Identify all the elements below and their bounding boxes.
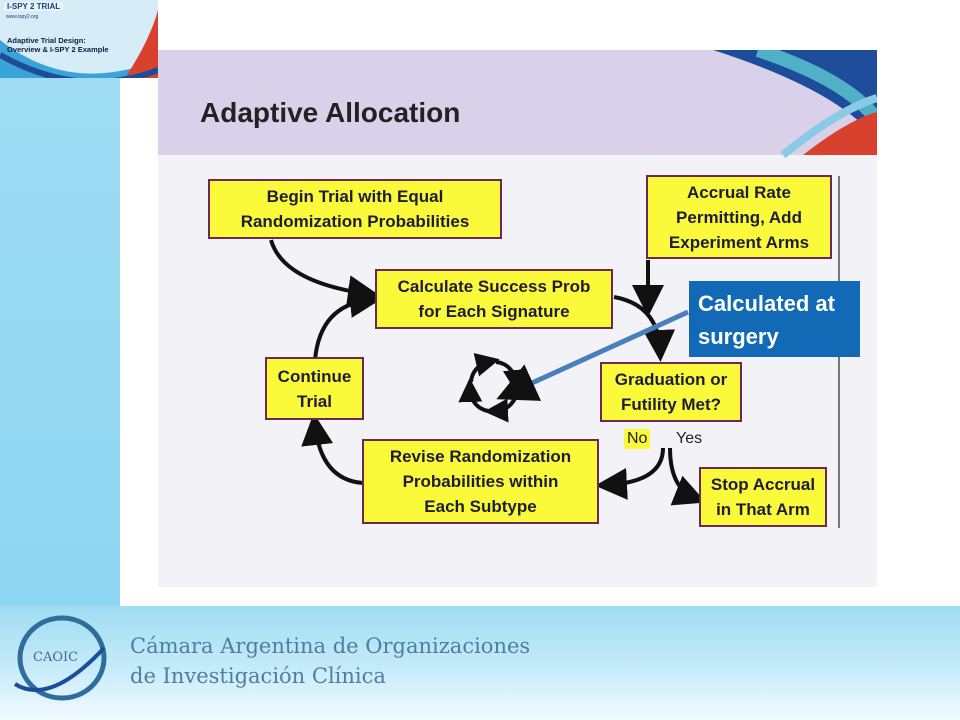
- graduation-line1: Graduation or: [614, 370, 728, 389]
- slide-title: Adaptive Allocation: [200, 97, 461, 128]
- calculate-success-box: Calculate Success Prob for Each Signatur…: [375, 269, 613, 329]
- revise-randomization-box: Revise Randomization Probabilities withi…: [362, 439, 599, 524]
- begin-trial-box: Begin Trial with Equal Randomization Pro…: [208, 179, 502, 239]
- callout-pointer: [496, 309, 690, 401]
- header-title: Adaptive Trial Design: Overview & I-SPY …: [7, 36, 109, 54]
- no-label: No: [624, 429, 651, 449]
- continue-trial-line1: Continue: [277, 366, 352, 386]
- callout-line2: surgery: [698, 324, 779, 349]
- calculate-success-line2: for Each Signature: [418, 302, 570, 321]
- continue-trial-box: Continue Trial: [265, 357, 364, 420]
- slide-header: [158, 50, 877, 155]
- callout-box: Calculated at surgery: [689, 281, 860, 357]
- footer: [0, 606, 960, 720]
- left-band: [0, 78, 120, 608]
- accrual-rate-line1: Accrual Rate: [687, 182, 791, 202]
- stop-accrual-line2: in That Arm: [716, 500, 810, 519]
- header-arcs: [0, 10, 158, 78]
- accrual-rate-box: Accrual Rate Permitting, Add Experiment …: [646, 175, 832, 259]
- organization-name: Cámara Argentina de Organizaciones de In…: [130, 631, 530, 691]
- caoic-logo-swoosh: [13, 615, 107, 701]
- accrual-rate-line3: Experiment Arms: [668, 232, 810, 252]
- header-url: www.ispy2.org: [6, 14, 39, 20]
- continue-trial-line2: Trial: [297, 391, 332, 411]
- caoic-logo: CAOIC: [33, 650, 79, 665]
- revise-line1: Revise Randomization: [389, 447, 572, 466]
- yes-label: Yes: [676, 430, 703, 447]
- callout-line1: Calculated at: [698, 291, 835, 316]
- stop-accrual-box: Stop Accrual in That Arm: [699, 467, 827, 527]
- graduation-futility-box: Graduation or Futility Met?: [600, 362, 742, 422]
- revise-line3: Each Subtype: [424, 497, 537, 516]
- graduation-line2: Futility Met?: [620, 395, 722, 414]
- header-title-line2: Overview & I-SPY 2 Example: [7, 45, 109, 54]
- organization-name-line1: Cámara Argentina de Organizaciones: [130, 634, 531, 658]
- begin-trial-line2: Randomization Probabilities: [240, 212, 470, 231]
- stop-accrual-line1: Stop Accrual: [710, 475, 816, 494]
- slide-decoration: [713, 50, 877, 159]
- flow-arrows: [269, 239, 707, 506]
- header-title-line1: Adaptive Trial Design:: [7, 36, 86, 45]
- revise-line2: Probabilities within: [402, 472, 559, 491]
- cycle-icon: [458, 353, 527, 423]
- ispy-logo: I-SPY 2 TRIAL: [4, 2, 64, 11]
- header-thumbnail: I-SPY 2 TRIAL www.ispy2.org Adaptive Tri…: [0, 0, 158, 78]
- accrual-rate-line2: Permitting, Add: [676, 207, 802, 227]
- organization-name-line2: de Investigación Clínica: [130, 664, 386, 688]
- begin-trial-line1: Begin Trial with Equal: [266, 187, 444, 206]
- calculate-success-line1: Calculate Success Prob: [397, 277, 591, 296]
